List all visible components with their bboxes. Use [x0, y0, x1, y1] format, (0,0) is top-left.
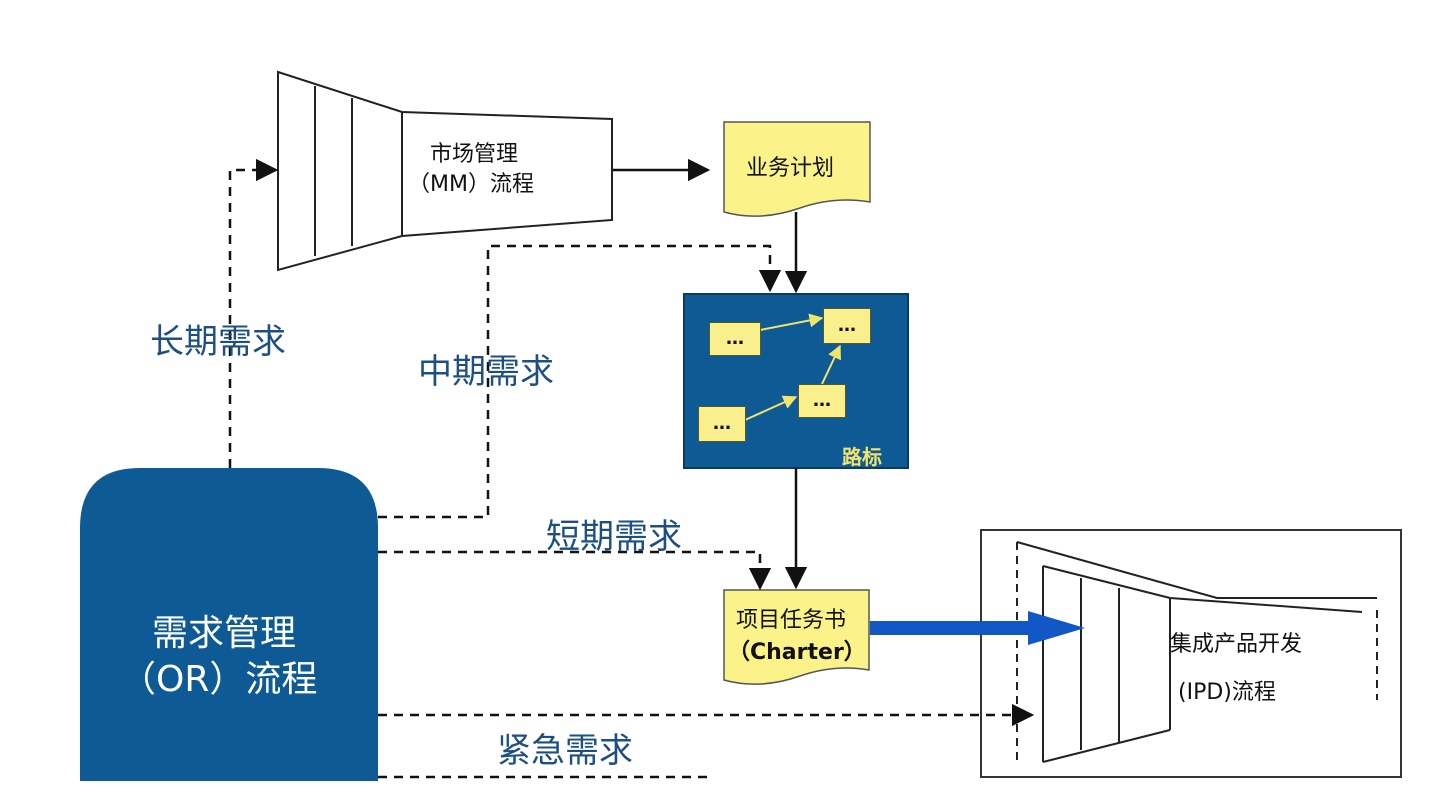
- short-term-demand-label: 短期需求: [546, 517, 682, 557]
- mm-process-funnel: [277, 70, 613, 272]
- roadmap-box-1: …: [709, 322, 761, 356]
- roadmap-box-2: …: [823, 308, 871, 344]
- or-process-shape: [80, 468, 378, 781]
- ipd-process-label-1: 集成产品开发: [1170, 632, 1303, 657]
- mm-process-label-2: （MM）流程: [408, 172, 534, 197]
- dashed-mid-term: [378, 244, 782, 519]
- mid-term-demand-label: 中期需求: [418, 352, 554, 392]
- ipd-process-frame: [980, 529, 1402, 778]
- business-plan-note: [723, 121, 871, 217]
- charter-note: [723, 589, 870, 685]
- or-process-label-1: 需求管理: [152, 613, 297, 654]
- roadmap-label: 路标: [842, 445, 882, 469]
- charter-label-2: （Charter）: [728, 640, 866, 665]
- or-process-label-2: （OR）流程: [120, 659, 318, 700]
- long-term-demand-label: 长期需求: [150, 322, 286, 362]
- dashed-long-term: [228, 158, 279, 468]
- charter-label-1: 项目任务书: [736, 608, 847, 633]
- dashed-short-term: [378, 550, 772, 591]
- roadmap-box-4: …: [698, 406, 746, 442]
- mm-process-label-1: 市场管理: [430, 142, 519, 167]
- urgent-demand-label: 紧急需求: [497, 731, 633, 771]
- roadmap-box-3: …: [798, 384, 846, 418]
- arrow-charter-to-ipd: [870, 611, 1085, 645]
- business-plan-label: 业务计划: [746, 156, 835, 181]
- ipd-process-label-2: (IPD)流程: [1178, 680, 1276, 705]
